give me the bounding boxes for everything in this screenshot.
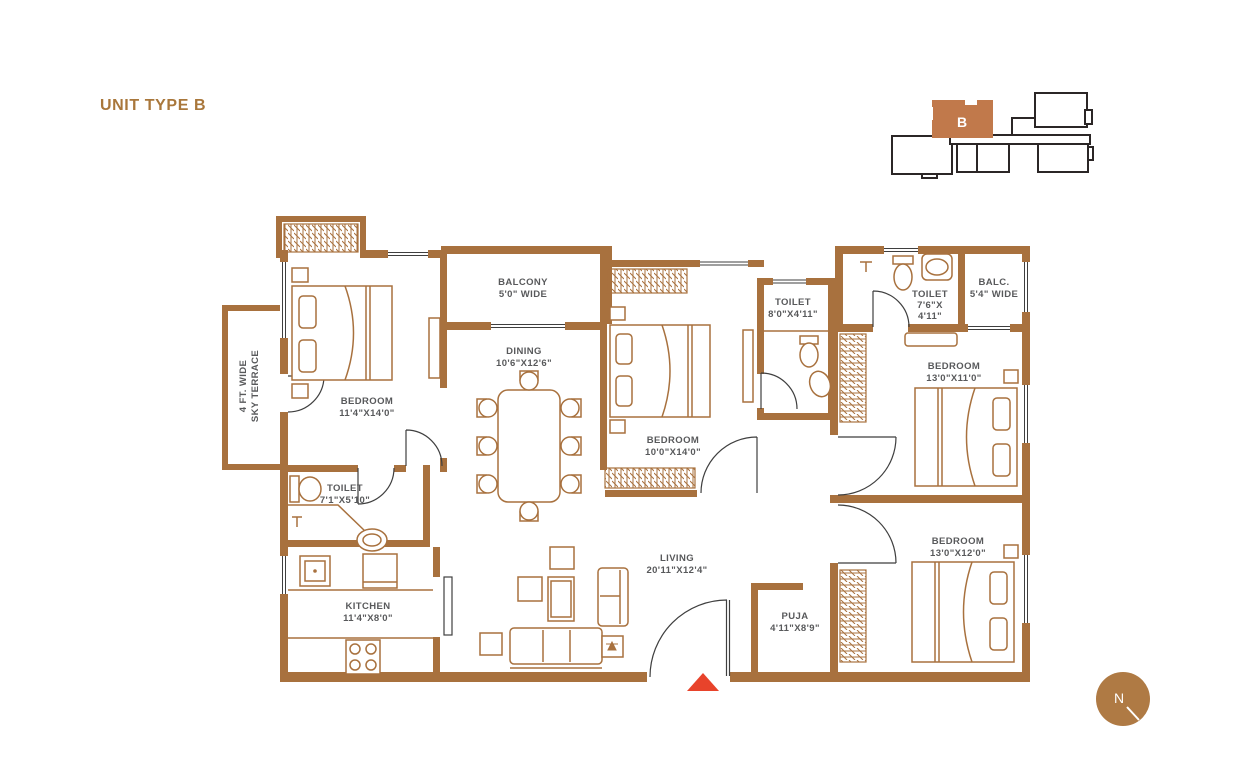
door-bedroom4 [837,504,897,564]
window-bedroom2-top [700,260,748,267]
toilet3-fixtures [288,475,388,552]
room-bedroom-4-name: BEDROOM [932,536,984,547]
key-plan-block-mid [956,143,1010,173]
room-sky-terrace-label: 4 FT. WIDE SKY TERRACE [238,350,261,422]
wardrobe-bedroom4 [839,569,867,663]
door-main-entrance [649,599,731,678]
north-compass: N [1096,672,1150,726]
key-plan-connector [1011,117,1035,135]
room-living-dims: 20'11"X12'4" [646,565,707,576]
room-bedroom-3-dims: 13'0"X11'0" [926,373,981,384]
sofa-set [479,546,629,669]
window-balc2-right [1022,262,1030,312]
room-toilet-2-dims-a: 7'6"X [917,300,943,311]
room-puja-name: PUJA [782,611,809,622]
compass-circle [1096,672,1150,726]
room-toilet-1-dims: 8'0"X4'11" [768,309,818,320]
door-kitchen-leaf [443,576,453,636]
wardrobe-bedroom3 [839,333,867,423]
window-bedroom4-right [1022,555,1030,623]
room-labels: BEDROOM 11'4"X14'0" BALCONY 5'0" WIDE DI… [238,277,1018,634]
toilet2-fixtures [860,253,953,291]
key-plan-block-top-right [1034,92,1088,128]
room-toilet-2-name: TOILET [912,289,948,300]
door-bedroom2 [700,436,758,494]
door-bedroom3 [837,436,897,496]
room-bedroom-3-name: BEDROOM [928,361,980,372]
kitchen-fixtures [288,553,433,675]
room-sky-terrace-name: 4 FT. WIDE [238,360,249,413]
bed-bedroom2 [609,306,754,434]
windows [280,246,1030,623]
compass-needle-icon [1126,706,1140,721]
key-plan-block-right [1037,143,1089,173]
room-bedroom-2-dims: 10'0"X14'0" [645,447,701,458]
key-plan-notch [921,173,938,179]
room-dining-dims: 10'6"X12'6" [496,358,552,369]
wardrobes [283,223,867,663]
key-plan-unit-tick [929,107,933,120]
bed-bedroom3 [904,332,1019,487]
wardrobe-bedroom2-top [606,268,688,294]
room-sky-terrace-dims: SKY TERRACE [250,350,261,422]
door-toilet2 [872,290,910,328]
bed-bedroom1 [291,267,441,399]
toilet1-fixtures [764,330,832,398]
room-puja-dims: 4'11"X8'9" [770,623,820,634]
wardrobe-bedroom1 [283,223,359,253]
key-plan-wing-left [891,135,953,175]
wardrobe-bedroom2-bottom [604,467,696,489]
room-toilet-2-dims-b: 4'11" [918,311,942,322]
window-bedroom3-right [1022,385,1030,443]
slider-balcony1-dining [491,324,565,328]
entry-arrow-icon [687,673,719,691]
key-plan-unit-label: B [957,114,967,130]
key-plan-nub-right-top [1084,109,1093,125]
bed-bedroom4 [911,544,1019,663]
door-toilet1 [760,372,798,410]
key-plan-nub-right-low [1087,146,1094,161]
room-balcony-2-name: BALC. [978,277,1009,288]
room-bedroom-1-name: BEDROOM [341,396,393,407]
furniture [288,253,1019,675]
room-toilet-3-name: TOILET [327,483,363,494]
room-bedroom-2-name: BEDROOM [647,435,699,446]
plant-icon [606,640,618,651]
room-bedroom-1-dims: 11'4"X14'0" [339,408,394,419]
room-toilet-3-dims: 7'1"X5'10" [320,495,370,506]
room-toilet-1-name: TOILET [775,297,811,308]
door-toilet3 [357,467,395,505]
window-kitchen-left [280,556,288,594]
room-balcony-2-dims: 5'4" WIDE [970,289,1018,300]
room-kitchen-dims: 11'4"X8'0" [343,613,393,624]
key-plan: B [891,92,1094,179]
room-living-name: LIVING [660,553,694,564]
window-bedroom1-top [388,250,428,258]
room-kitchen-name: KITCHEN [345,601,390,612]
key-plan-unit-b-highlight [932,100,993,138]
door-bedroom1 [405,429,443,467]
room-dining-name: DINING [506,346,542,357]
window-toilet2-top [884,246,918,254]
room-balcony-1-dims: 5'0" WIDE [499,289,547,300]
window-toilet1-top [773,278,806,285]
window-bedroom1-left [280,262,288,338]
key-plan-corridor-bar [949,134,1091,145]
page-title: UNIT TYPE B [100,97,207,114]
window-balc2-bottom [968,324,1010,332]
room-bedroom-4-dims: 13'0"X12'0" [930,548,986,559]
dining-table [476,370,582,522]
room-balcony-1-name: BALCONY [498,277,548,288]
compass-north-label: N [1114,690,1124,706]
